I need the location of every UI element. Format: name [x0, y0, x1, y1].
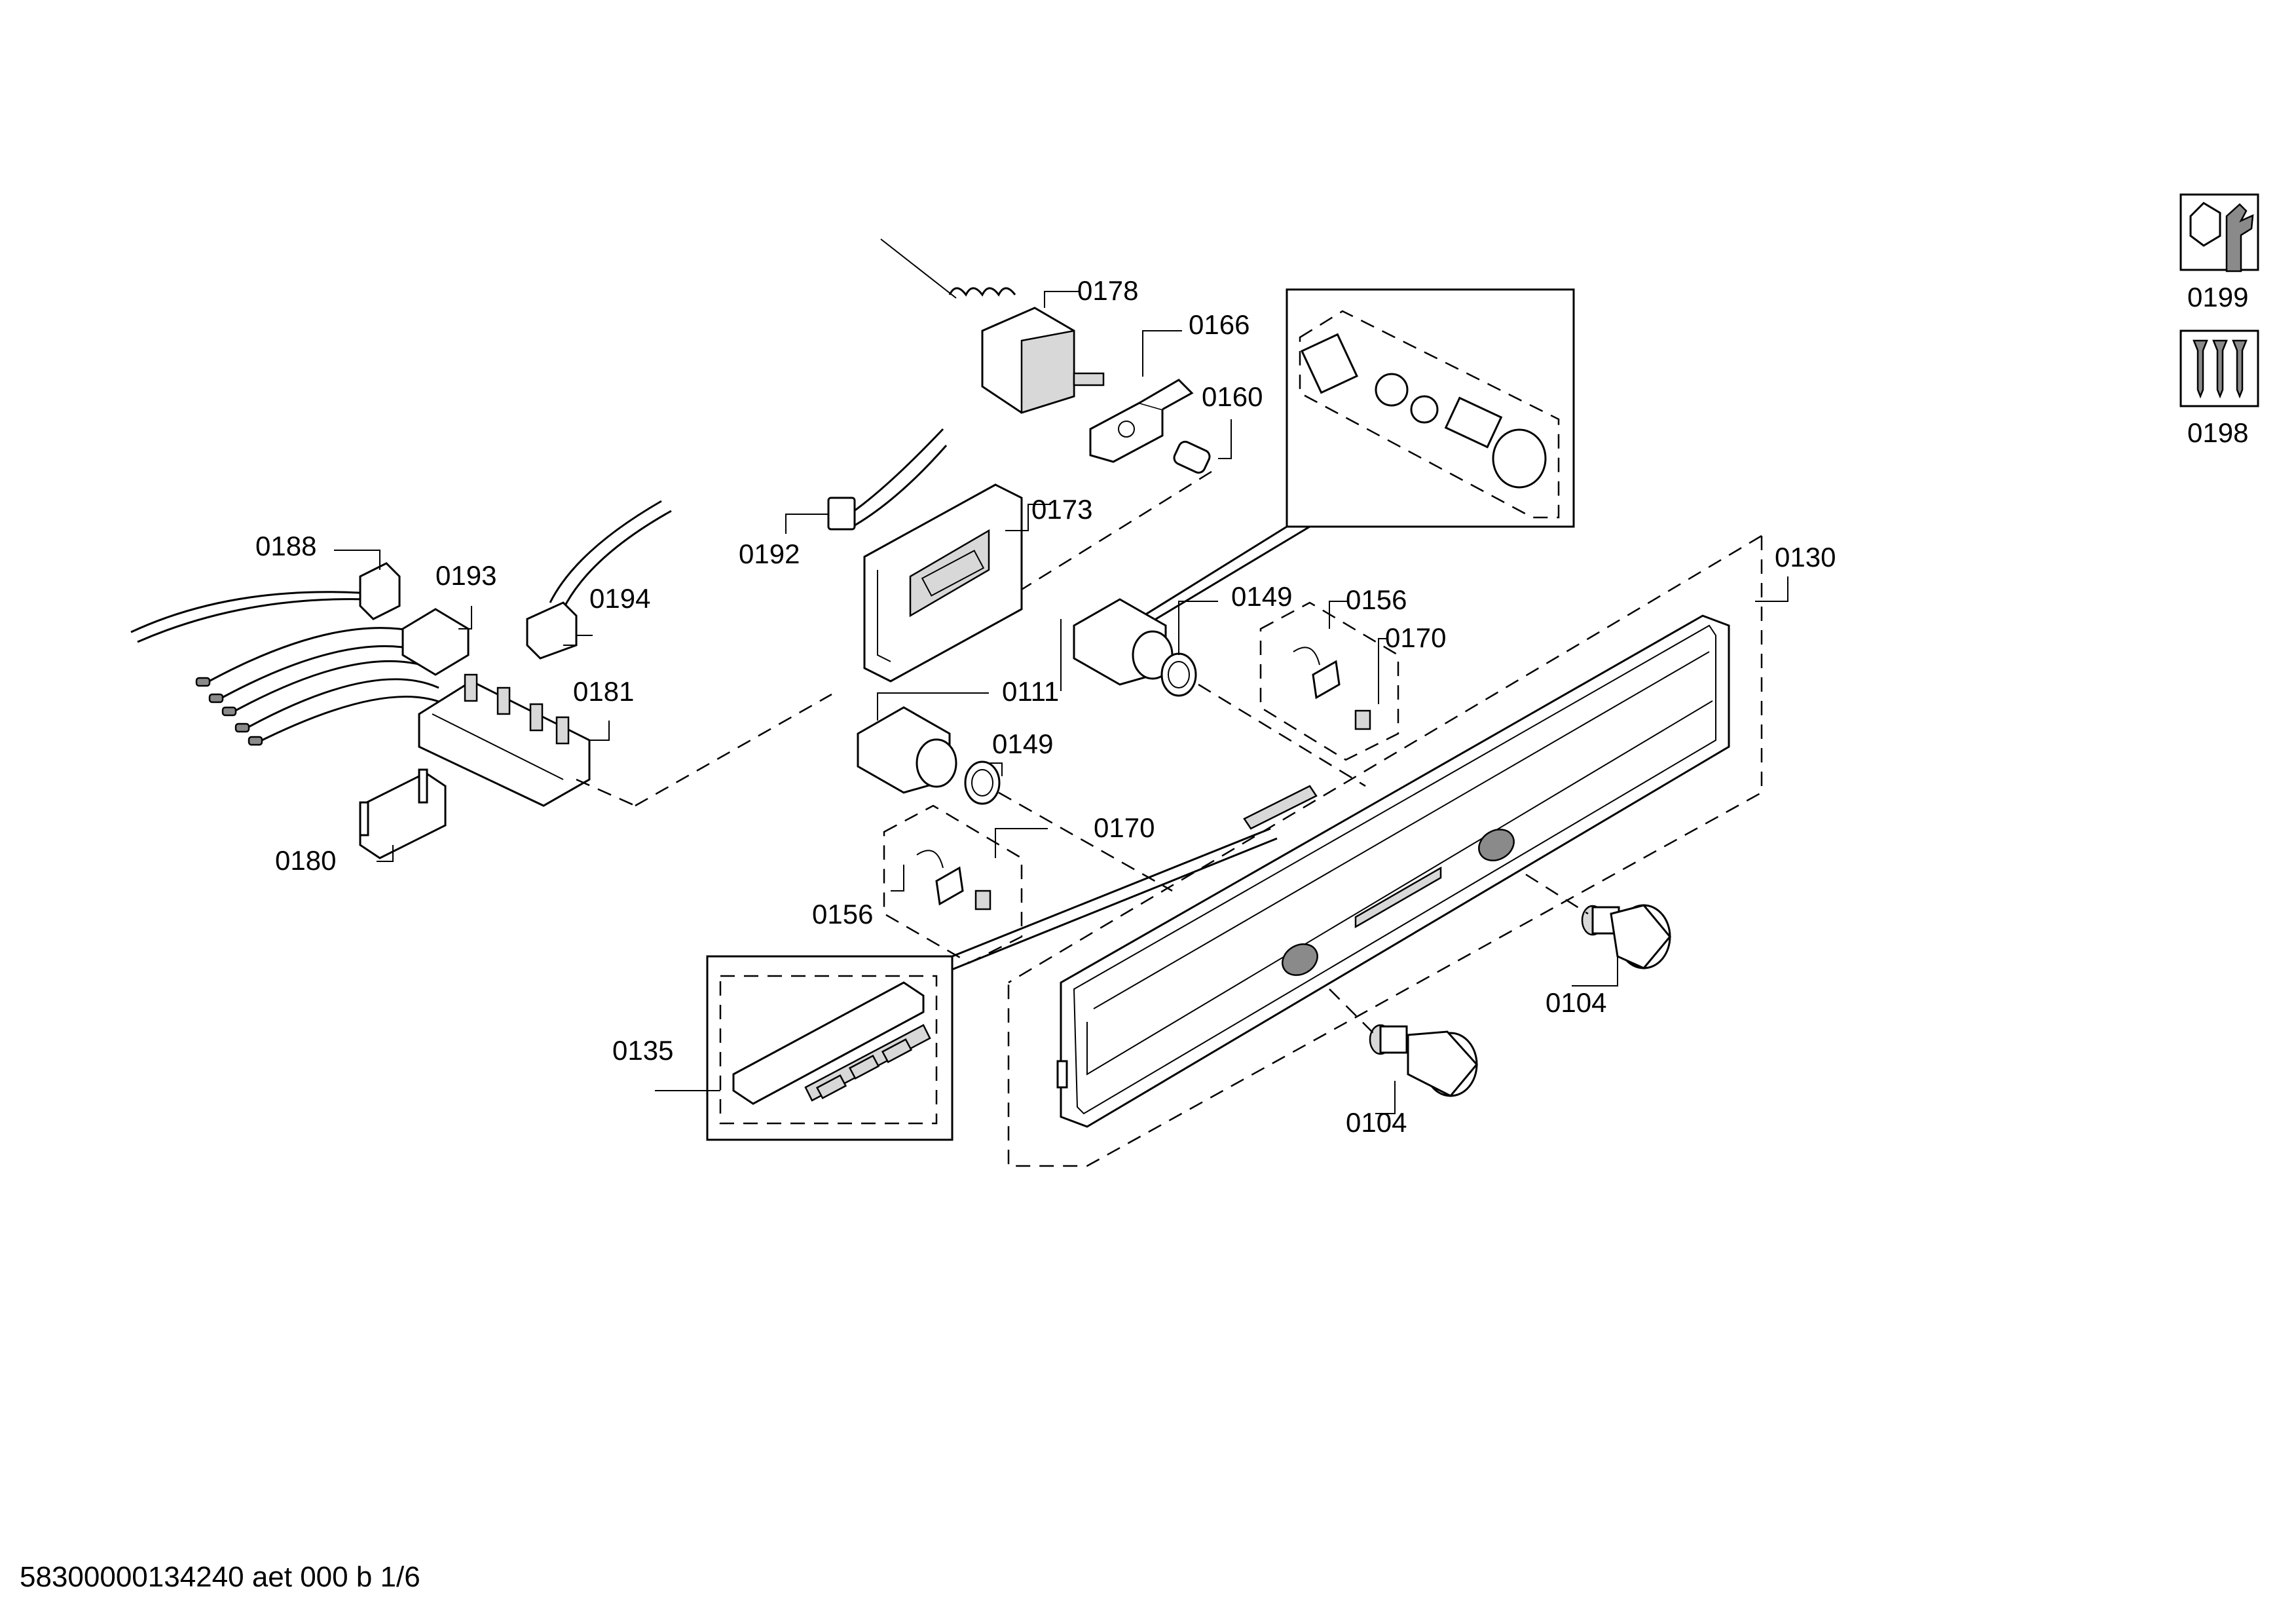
part-label-0156-upper: 0156	[1346, 584, 1407, 615]
part-label-0198: 0198	[2187, 417, 2248, 448]
part-label-0180: 0180	[275, 845, 336, 876]
part-labels: 0178 0166 0160 0173 0192 0188 0193 0194 …	[255, 275, 2248, 1138]
thermostat	[880, 238, 1105, 414]
control-panel-group	[1007, 535, 1788, 1167]
part-label-0170-upper: 0170	[1385, 622, 1446, 653]
part-label-0188: 0188	[255, 531, 316, 561]
control-module	[863, 483, 1051, 683]
bulb	[1021, 419, 1232, 591]
part-label-0173: 0173	[1031, 494, 1092, 525]
part-label-0160: 0160	[1202, 381, 1263, 412]
wire-connector	[526, 500, 672, 660]
part-label-0199: 0199	[2187, 282, 2248, 312]
knob-left	[1329, 988, 1478, 1114]
selector-switch-lower	[857, 692, 1173, 892]
part-label-0156-lower: 0156	[812, 899, 873, 929]
knob-right	[1525, 873, 1671, 986]
screws-icon	[2179, 329, 2259, 407]
part-label-0149-lower: 0149	[992, 728, 1053, 759]
part-label-0111: 0111	[1002, 676, 1059, 707]
relay-board	[418, 673, 832, 807]
part-label-0178: 0178	[1077, 275, 1138, 306]
bracket	[1089, 330, 1194, 463]
lamp-holder-lower	[883, 804, 1048, 964]
lamp-holder-upper	[1259, 601, 1399, 761]
part-label-0194: 0194	[589, 583, 650, 614]
part-label-0181: 0181	[573, 676, 634, 707]
connector-plug	[130, 550, 401, 643]
wrench-nut-icon	[2179, 193, 2259, 272]
part-label-0130: 0130	[1775, 542, 1836, 572]
part-label-0193: 0193	[435, 560, 496, 591]
part-label-0192: 0192	[739, 538, 800, 569]
selector-detail-box	[1132, 288, 1575, 630]
terminal-block	[195, 606, 472, 746]
part-label-0149-upper: 0149	[1231, 581, 1292, 612]
document-id: 58300000134240 aet 000 b 1/6	[20, 1561, 420, 1593]
selector-switch-upper	[1060, 598, 1366, 787]
part-label-0104-left: 0104	[1346, 1107, 1407, 1138]
part-label-0170-lower: 0170	[1094, 812, 1155, 843]
part-label-0104-right: 0104	[1546, 987, 1606, 1018]
cable-connector	[785, 428, 948, 534]
part-label-0166: 0166	[1189, 309, 1250, 340]
part-label-0135: 0135	[612, 1035, 673, 1066]
cable-clip	[359, 768, 447, 862]
button-strip-detail	[655, 785, 1318, 1141]
